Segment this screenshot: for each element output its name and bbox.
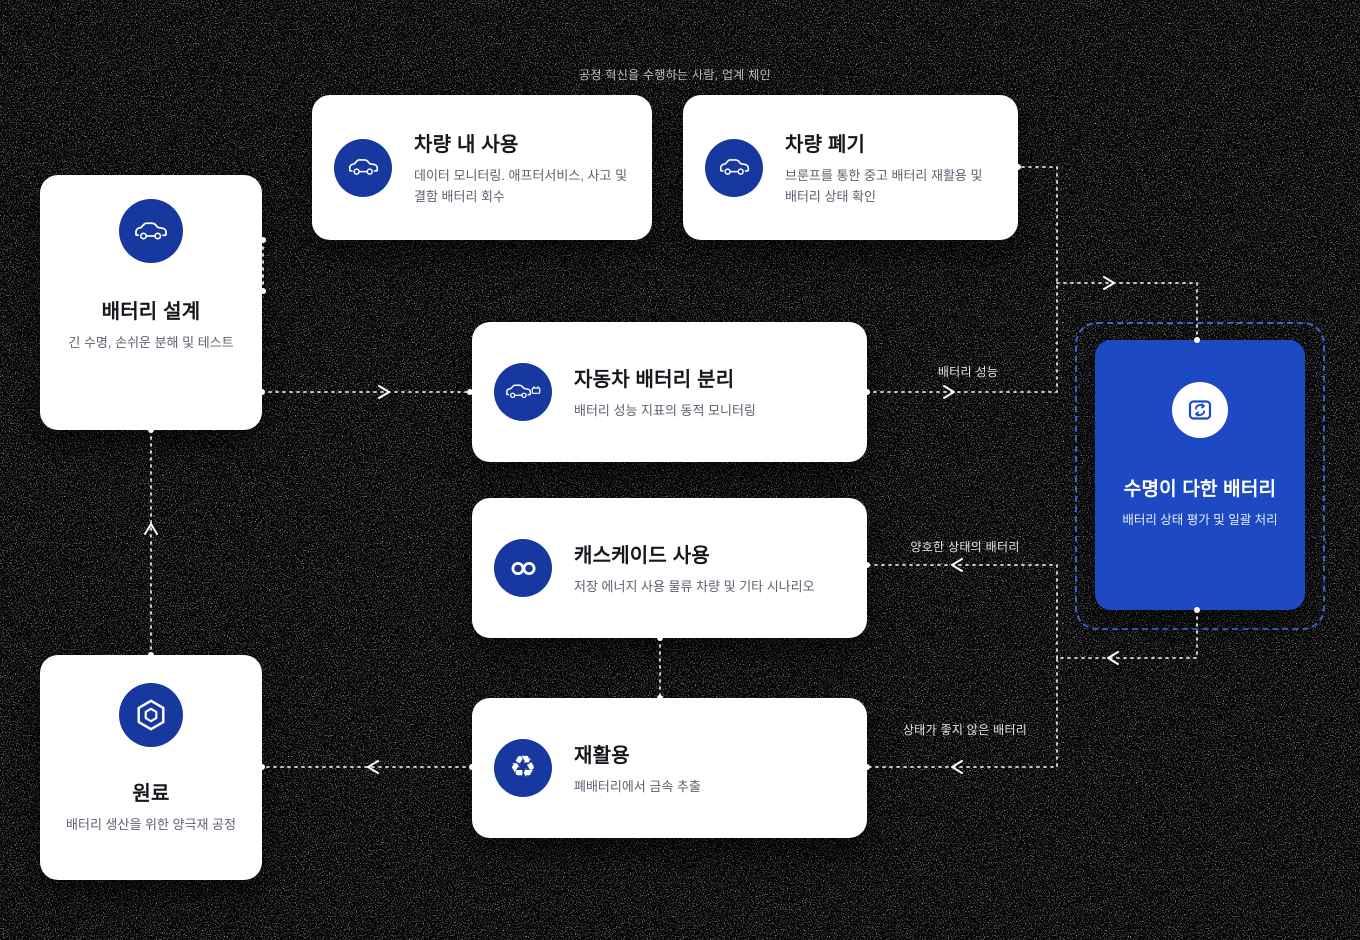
- arrow-right: [1103, 276, 1115, 290]
- card-title: 자동차 배터리 분리: [574, 368, 735, 391]
- arrow-left: [1107, 651, 1119, 665]
- card-title: 캐스케이드 사용: [574, 544, 710, 567]
- car-icon: [119, 199, 183, 263]
- arrow-up: [144, 523, 158, 535]
- card-cascade-use: 캐스케이드 사용 저장 에너지 사용 물류 차량 및 기타 시나리오: [472, 498, 867, 638]
- card-subtitle: 저장 에너지 사용 물류 차량 및 기타 시나리오: [574, 578, 815, 594]
- connector-label-battery-performance: 배터리 성능: [937, 365, 999, 379]
- infinity-icon: [494, 539, 552, 597]
- card-title: 원료: [132, 783, 170, 805]
- card-subtitle: 긴 수명, 손쉬운 분해 및 테스트: [68, 335, 234, 350]
- card-recycling: ♻ 재활용 폐배터리에서 금속 추출: [472, 698, 867, 838]
- battery-recycle-icon: [1172, 382, 1228, 438]
- card-title: 재활용: [574, 744, 630, 767]
- card-subtitle: 배터리 상태 평가 및 일괄 처리: [1122, 513, 1278, 527]
- card-subtitle: 브룬프를 통한 중고 배터리 재활용 및 배터리 상태 확인: [785, 168, 983, 204]
- arrow-left: [951, 558, 963, 572]
- arrow-left: [367, 760, 379, 774]
- car-icon: [705, 138, 763, 197]
- card-raw-material: 원료 배터리 생산을 위한 양극재 공정: [40, 655, 262, 880]
- card-ev-battery-separation: 자동차 배터리 분리 배터리 성능 지표의 동적 모니터링: [472, 322, 867, 462]
- card-in-vehicle-use: 차량 내 사용 데이터 모니터링. 애프터서비스, 사고 및 결함 배터리 회수: [312, 95, 652, 240]
- hexagon-icon: [119, 683, 183, 747]
- top-caption: 공정 혁신을 수행하는 사람, 업계 체인: [579, 68, 771, 82]
- card-end-of-life-battery: 수명이 다한 배터리 배터리 상태 평가 및 일괄 처리: [1095, 340, 1305, 610]
- card-title: 차량 폐기: [785, 134, 866, 157]
- connector-node-dots: [148, 164, 1200, 770]
- connector-eol-to-cascade: [866, 564, 1058, 659]
- card-title: 배터리 설계: [101, 301, 201, 323]
- card-subtitle: 배터리 성능 지표의 동적 모니터링: [574, 402, 756, 418]
- card-title: 수명이 다한 배터리: [1123, 479, 1277, 500]
- arrow-right: [378, 385, 390, 399]
- car-battery-icon: [494, 363, 552, 421]
- car-icon: [334, 138, 392, 197]
- connector-label-bad-condition: 상태가 좋지 않은 배터리: [902, 723, 1028, 737]
- card-vehicle-disposal: 차량 폐기 브룬프를 통한 중고 배터리 재활용 및 배터리 상태 확인: [683, 95, 1018, 240]
- arrow-right: [943, 385, 955, 399]
- card-subtitle: 데이터 모니터링. 애프터서비스, 사고 및 결함 배터리 회수: [414, 168, 628, 204]
- card-battery-design: 배터리 설계 긴 수명, 손쉬운 분해 및 테스트: [40, 175, 262, 430]
- card-subtitle: 배터리 생산을 위한 양극재 공정: [66, 817, 236, 832]
- connector-eol-to-recycling: [866, 609, 1198, 768]
- card-subtitle: 폐배터리에서 금속 추출: [574, 778, 701, 794]
- connector-label-good-condition: 양호한 상태의 배터리: [910, 540, 1020, 554]
- card-title: 차량 내 사용: [414, 134, 519, 157]
- arrow-left: [951, 760, 963, 774]
- recycle-icon: ♻: [494, 739, 552, 797]
